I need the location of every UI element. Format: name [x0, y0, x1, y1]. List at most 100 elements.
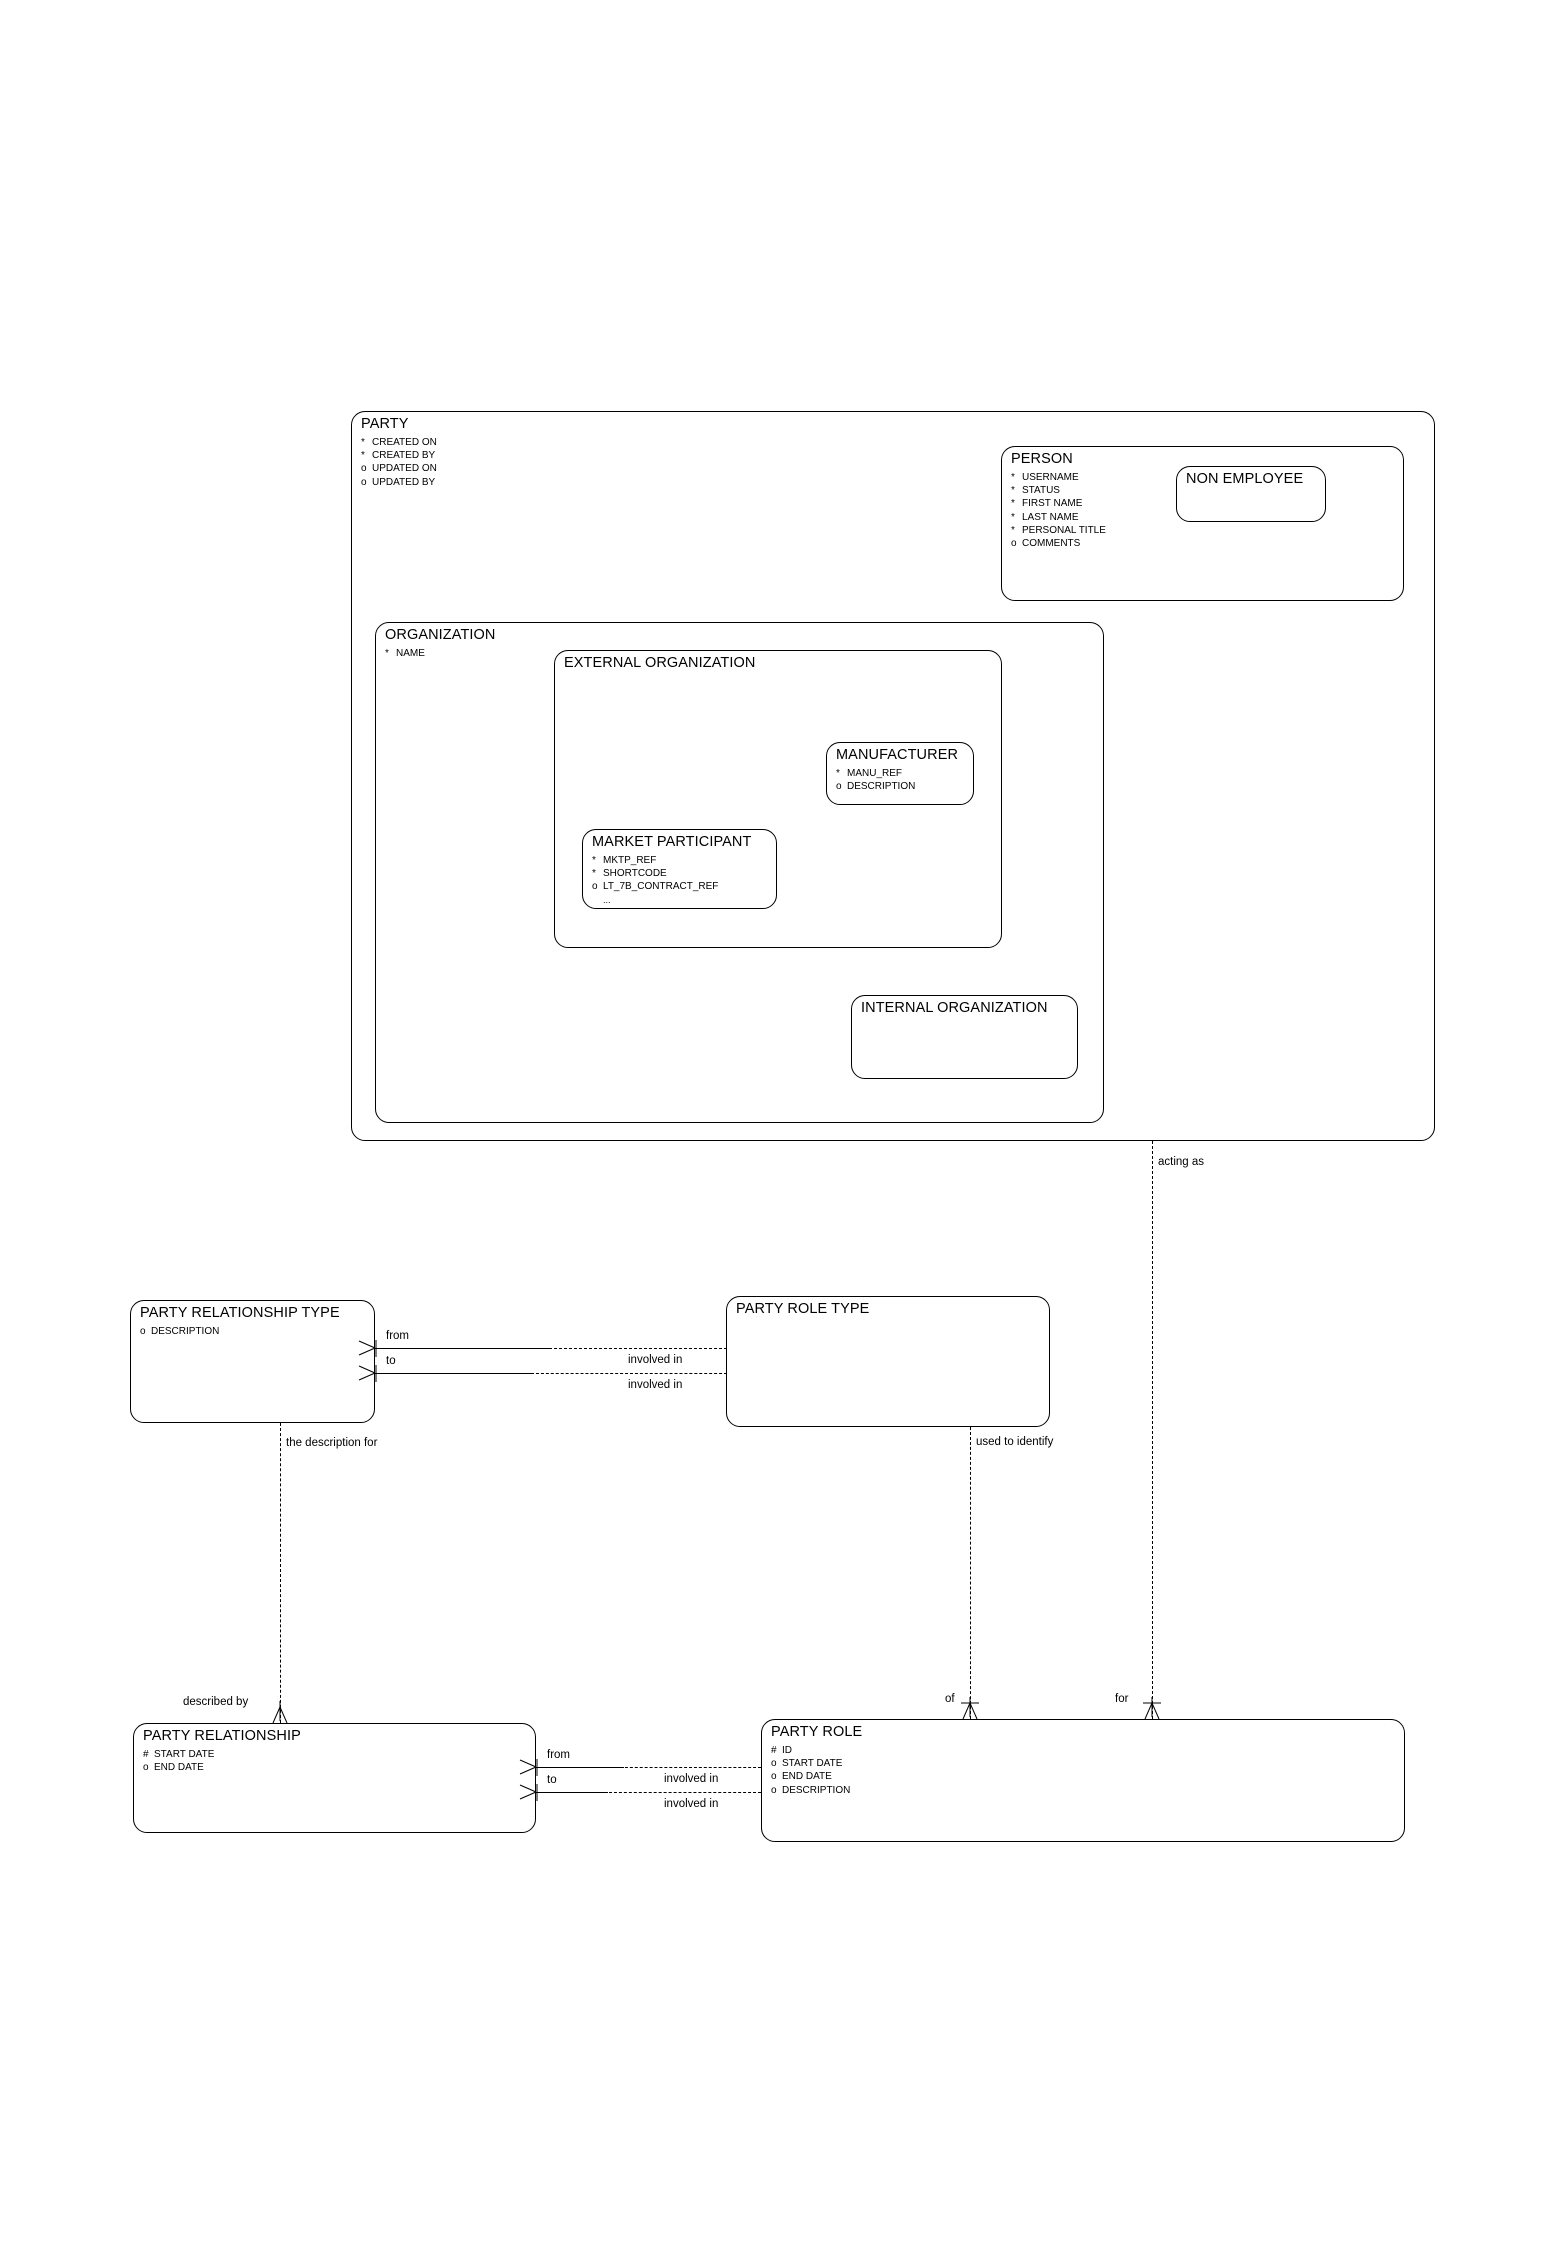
tick-prt-to-target [726, 1368, 727, 1377]
relationship-label-described-by: described by [183, 1696, 249, 1708]
attribute-mark: o [143, 1762, 149, 1774]
relationship-label-pr-to: to [547, 1774, 557, 1786]
entity-title-person: PERSON [1011, 451, 1073, 467]
entity-title-external-organization: EXTERNAL ORGANIZATION [564, 655, 756, 671]
entity-organization[interactable]: ORGANIZATION *NAME [375, 622, 1104, 1123]
connector-pr-to-dashed[interactable] [604, 1792, 761, 1793]
entity-non-employee[interactable]: NON EMPLOYEE [1176, 466, 1326, 522]
entity-title-party-role: PARTY ROLE [771, 1724, 863, 1740]
connector-pr-from-dashed[interactable] [620, 1767, 761, 1768]
relationship-label-pr-from: from [547, 1749, 570, 1761]
relationship-label-pr-involved-in-2: involved in [664, 1798, 719, 1810]
attribute-row: o DESCRIPTION [771, 1784, 850, 1797]
connector-pr-to-solid[interactable] [536, 1792, 608, 1793]
attribute-label: DESCRIPTION [782, 1784, 851, 1796]
attribute-row: *MANU_REF [836, 767, 915, 780]
attribute-label: END DATE [154, 1762, 204, 1774]
attribute-row: *USERNAME [1011, 471, 1106, 484]
attribute-row: * CREATED ON [361, 436, 437, 449]
attribute-row: o DESCRIPTION [140, 1325, 219, 1338]
connector-used-to-identify[interactable] [970, 1427, 971, 1719]
attribute-row: #START DATE [143, 1748, 214, 1761]
attribute-label: MANU_REF [847, 768, 903, 779]
connector-prt-to-solid[interactable] [375, 1373, 533, 1374]
crowfoot-prt-from [358, 1340, 377, 1357]
attribute-ellipsis: ... [603, 894, 611, 905]
attribute-mark: o [361, 476, 367, 488]
connector-prt-to-dashed[interactable] [531, 1373, 727, 1374]
attribute-mark: * [1011, 524, 1015, 536]
entity-title-party-relationship-type: PARTY RELATIONSHIP TYPE [140, 1305, 340, 1321]
relationship-label-pr-involved-in-1: involved in [664, 1773, 719, 1785]
attribute-mark: * [385, 648, 389, 659]
entity-party-relationship[interactable]: PARTY RELATIONSHIP #START DATE o END DATE [133, 1723, 536, 1833]
attribute-mark: * [1011, 511, 1015, 523]
attribute-mark: * [361, 450, 365, 462]
attribute-mark: o [771, 1758, 777, 1770]
attribute-mark: o [836, 781, 842, 793]
relationship-label-acting-as: acting as [1158, 1156, 1205, 1168]
attribute-mark: * [1011, 485, 1015, 497]
attribute-label: SHORTCODE [603, 868, 667, 880]
entity-internal-organization[interactable]: INTERNAL ORGANIZATION [851, 995, 1078, 1079]
attribute-mark: o [1011, 538, 1017, 550]
attribute-label: CREATED ON [372, 437, 437, 448]
entity-title-party-role-type: PARTY ROLE TYPE [736, 1301, 870, 1317]
entity-title-non-employee: NON EMPLOYEE [1186, 471, 1304, 487]
attribute-label: CREATED BY [372, 450, 436, 462]
connector-the-description-for[interactable] [280, 1423, 281, 1723]
entity-external-organization[interactable]: EXTERNAL ORGANIZATION [554, 650, 1002, 948]
attribute-mark: # [143, 1749, 149, 1760]
relationship-label-of: of [945, 1693, 955, 1705]
connector-prt-from-solid[interactable] [375, 1348, 551, 1349]
attribute-row: o START DATE [771, 1757, 850, 1770]
relationship-label-for: for [1115, 1693, 1129, 1705]
relationship-label-prt-from: from [386, 1330, 409, 1342]
attribute-row: *FIRST NAME [1011, 497, 1106, 510]
entity-party-relationship-type[interactable]: PARTY RELATIONSHIP TYPE o DESCRIPTION [130, 1300, 375, 1423]
crowfoot-acting-as [1143, 1697, 1161, 1720]
attribute-label: STATUS [1022, 485, 1060, 497]
connector-acting-as[interactable] [1152, 1141, 1153, 1719]
crowfoot-prt-to [358, 1365, 377, 1382]
connector-pr-from-solid[interactable] [536, 1767, 624, 1768]
attribute-list-party-relationship-type: o DESCRIPTION [140, 1325, 219, 1338]
attribute-list-organization: * NAME [385, 647, 425, 660]
attribute-mark: o [592, 881, 598, 893]
attribute-label: DESCRIPTION [151, 1326, 220, 1337]
entity-party-role-type[interactable]: PARTY ROLE TYPE [726, 1296, 1050, 1427]
attribute-row: o END DATE [143, 1761, 214, 1774]
entity-title-internal-organization: INTERNAL ORGANIZATION [861, 1000, 1048, 1016]
connector-prt-from-dashed[interactable] [549, 1348, 727, 1349]
crowfoot-of [961, 1697, 979, 1720]
attribute-row: ... [592, 894, 718, 907]
tick-pr-from-target [761, 1762, 762, 1771]
relationship-label-prt-involved-in-1: involved in [628, 1354, 683, 1366]
entity-market-participant[interactable]: MARKET PARTICIPANT *MKTP_REF *SHORTCODE … [582, 829, 777, 909]
attribute-label: END DATE [782, 1771, 832, 1783]
attribute-label: NAME [396, 648, 425, 659]
attribute-row: * CREATED BY [361, 449, 437, 462]
attribute-label: FIRST NAME [1022, 498, 1083, 510]
attribute-label: START DATE [782, 1758, 843, 1770]
attribute-mark: o [771, 1784, 777, 1796]
attribute-list-person: *USERNAME *STATUS *FIRST NAME *LAST NAME… [1011, 471, 1106, 550]
crowfoot-pr-to [519, 1784, 538, 1801]
entity-title-manufacturer: MANUFACTURER [836, 747, 959, 763]
relationship-label-prt-involved-in-2: involved in [628, 1379, 683, 1391]
attribute-mark: o [140, 1326, 146, 1337]
attribute-mark: * [361, 437, 365, 448]
attribute-label: UPDATED ON [372, 463, 437, 475]
attribute-row: * NAME [385, 647, 425, 660]
entity-person[interactable]: PERSON *USERNAME *STATUS *FIRST NAME *LA… [1001, 446, 1404, 601]
entity-title-party-relationship: PARTY RELATIONSHIP [143, 1728, 301, 1744]
attribute-mark: * [592, 868, 596, 880]
